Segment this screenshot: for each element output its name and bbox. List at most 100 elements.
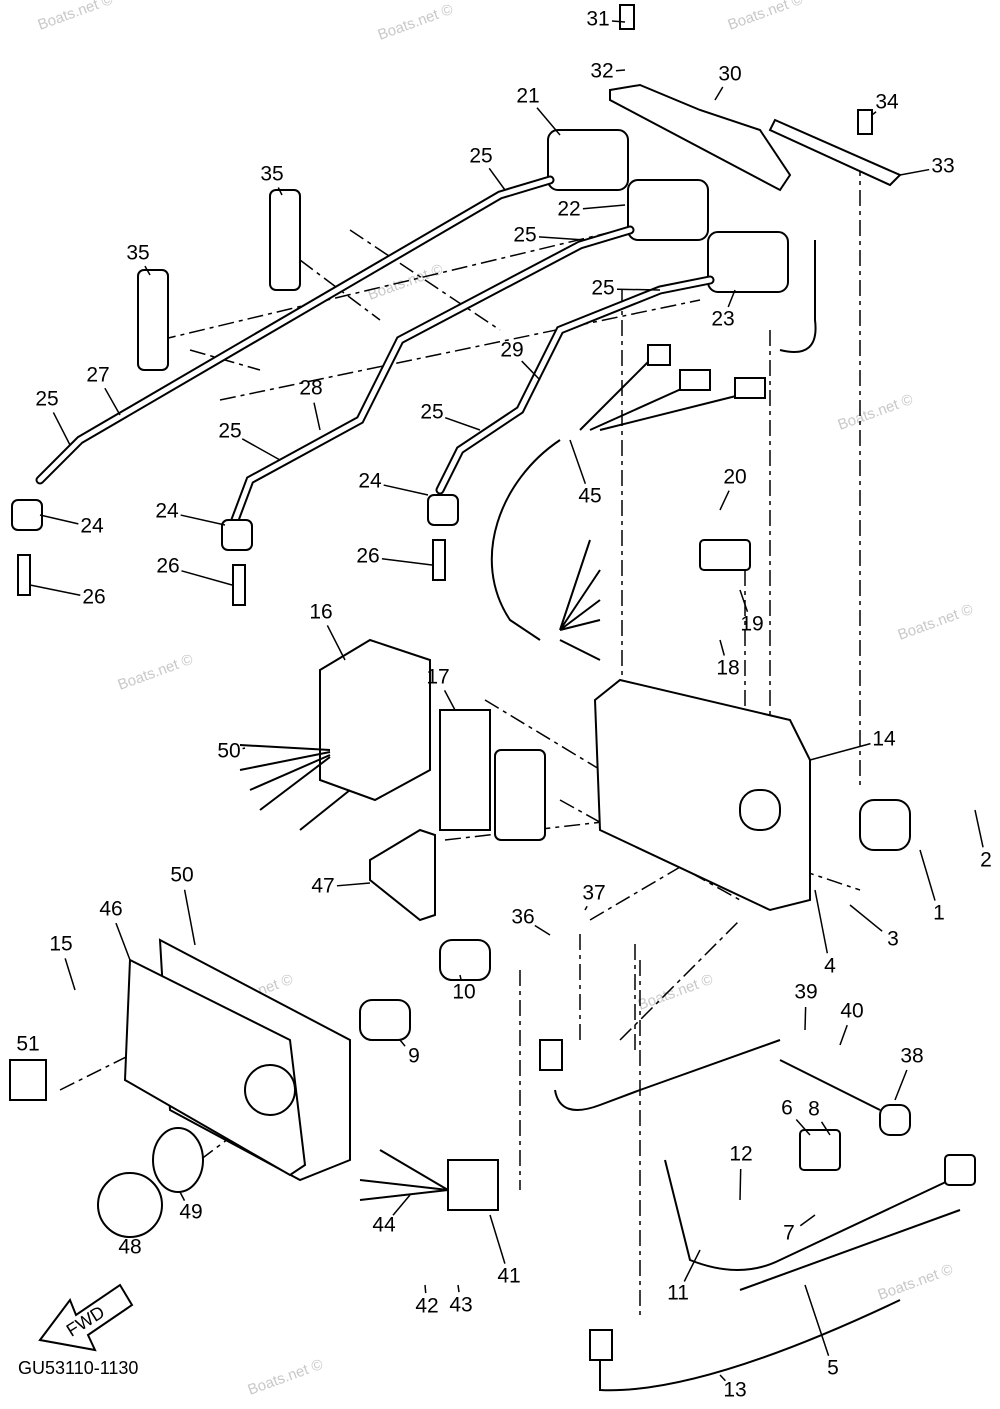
cdi-unit-and-components bbox=[239, 539, 911, 1041]
leader-line bbox=[814, 889, 829, 954]
callout-13: 13 bbox=[723, 1379, 746, 1402]
watermark: Boats.net © bbox=[36, 0, 116, 34]
callout-3: 3 bbox=[887, 928, 899, 951]
leader-line bbox=[719, 1374, 726, 1382]
callout-12: 12 bbox=[729, 1143, 752, 1166]
callout-35: 35 bbox=[126, 242, 149, 265]
leader-line bbox=[326, 625, 346, 661]
leader-line bbox=[115, 922, 131, 961]
callout-27: 27 bbox=[86, 364, 109, 387]
callout-38: 38 bbox=[900, 1045, 923, 1068]
leader-line bbox=[381, 557, 433, 566]
callout-46: 46 bbox=[99, 898, 122, 921]
leader-line bbox=[64, 958, 76, 991]
leader-line bbox=[795, 1118, 811, 1136]
watermark: Boats.net © bbox=[376, 1, 456, 44]
callout-49: 49 bbox=[179, 1201, 202, 1224]
callout-44: 44 bbox=[372, 1214, 396, 1237]
leader-line bbox=[179, 1191, 186, 1201]
brackets-and-clamps bbox=[137, 4, 902, 371]
leader-lines bbox=[27, 20, 984, 1382]
leader-line bbox=[611, 20, 626, 23]
callout-40: 40 bbox=[840, 1000, 863, 1023]
leader-line bbox=[899, 168, 930, 176]
leader-line bbox=[313, 402, 321, 431]
callout-23: 23 bbox=[711, 308, 734, 331]
callout-43: 43 bbox=[449, 1294, 472, 1317]
callout-14: 14 bbox=[872, 728, 896, 751]
fwd-arrow: FWD bbox=[38, 1283, 134, 1352]
callout-24: 24 bbox=[358, 470, 382, 493]
leader-line bbox=[443, 690, 456, 711]
leader-line bbox=[277, 187, 283, 196]
callout-26: 26 bbox=[356, 545, 379, 568]
callout-24: 24 bbox=[155, 500, 179, 523]
leader-line bbox=[183, 889, 196, 946]
callout-17: 17 bbox=[426, 666, 449, 689]
leader-line bbox=[569, 439, 587, 485]
leader-line bbox=[683, 1249, 701, 1282]
wire-harness bbox=[490, 240, 817, 661]
callout-25: 25 bbox=[35, 388, 58, 411]
callout-41: 41 bbox=[497, 1265, 520, 1288]
callout-29: 29 bbox=[500, 339, 523, 362]
callout-20: 20 bbox=[723, 466, 746, 489]
leader-line bbox=[616, 288, 661, 291]
callout-30: 30 bbox=[718, 63, 741, 86]
callout-15: 15 bbox=[49, 933, 72, 956]
callout-19: 19 bbox=[740, 613, 763, 636]
leader-line bbox=[919, 849, 936, 901]
leader-line bbox=[29, 584, 81, 596]
watermark: Boats.net © bbox=[896, 601, 976, 644]
callout-34: 34 bbox=[875, 91, 899, 114]
callout-31: 31 bbox=[586, 8, 609, 31]
leader-line bbox=[488, 167, 506, 191]
callout-21: 21 bbox=[516, 85, 539, 108]
leader-line bbox=[804, 1284, 830, 1356]
leader-line bbox=[839, 1024, 848, 1046]
callout-25: 25 bbox=[218, 420, 241, 443]
callout-35: 35 bbox=[260, 163, 283, 186]
cover-and-gasket bbox=[9, 938, 351, 1238]
watermark: Boats.net © bbox=[636, 971, 716, 1014]
watermark: Boats.net © bbox=[116, 651, 196, 694]
leader-line bbox=[871, 111, 877, 116]
callout-6: 6 bbox=[781, 1097, 793, 1120]
callout-47: 47 bbox=[311, 875, 334, 898]
callout-25: 25 bbox=[469, 145, 492, 168]
leader-line bbox=[52, 412, 71, 446]
callout-45: 45 bbox=[578, 485, 601, 508]
callout-37: 37 bbox=[582, 882, 605, 905]
callout-50: 50 bbox=[217, 740, 240, 763]
leader-line bbox=[336, 882, 371, 887]
leader-line bbox=[459, 974, 462, 980]
callout-2: 2 bbox=[980, 849, 992, 872]
leader-line bbox=[739, 589, 749, 613]
leader-line bbox=[534, 924, 551, 936]
leader-line bbox=[241, 438, 281, 461]
leader-line bbox=[424, 1284, 427, 1294]
leader-line bbox=[727, 289, 736, 308]
leader-line bbox=[714, 86, 724, 101]
leader-line bbox=[144, 265, 151, 276]
callout-28: 28 bbox=[299, 377, 322, 400]
callout-9: 9 bbox=[408, 1045, 420, 1068]
leader-line bbox=[849, 904, 883, 932]
callout-5: 5 bbox=[827, 1357, 839, 1380]
leader-line bbox=[181, 570, 233, 586]
callout-42: 42 bbox=[415, 1295, 438, 1318]
leader-line bbox=[383, 484, 429, 496]
leader-line bbox=[39, 514, 79, 525]
leader-line bbox=[180, 514, 226, 526]
callout-16: 16 bbox=[309, 601, 332, 624]
leader-line bbox=[104, 387, 121, 416]
callout-24: 24 bbox=[80, 515, 104, 538]
callout-8: 8 bbox=[808, 1098, 820, 1121]
leader-line bbox=[242, 747, 246, 750]
callout-10: 10 bbox=[452, 981, 475, 1004]
leader-line bbox=[521, 360, 541, 381]
callout-36: 36 bbox=[511, 906, 534, 929]
electrical-bracket-14 bbox=[593, 678, 811, 912]
callout-26: 26 bbox=[156, 555, 179, 578]
leader-line bbox=[719, 490, 730, 511]
